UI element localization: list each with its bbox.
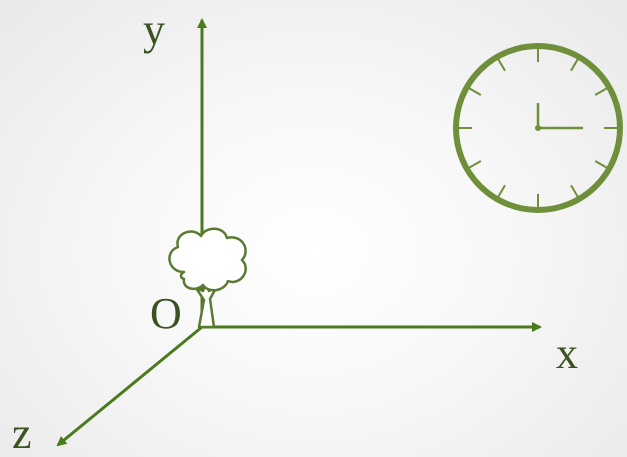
- z-axis: [58, 327, 202, 445]
- y-axis-label: y: [143, 5, 165, 54]
- origin-label: O: [150, 289, 182, 338]
- clock-icon: [456, 46, 620, 210]
- x-axis-label: x: [556, 329, 578, 378]
- clock-center: [535, 125, 541, 131]
- tree-canopy: [169, 229, 245, 291]
- z-axis-label: z: [12, 409, 32, 457]
